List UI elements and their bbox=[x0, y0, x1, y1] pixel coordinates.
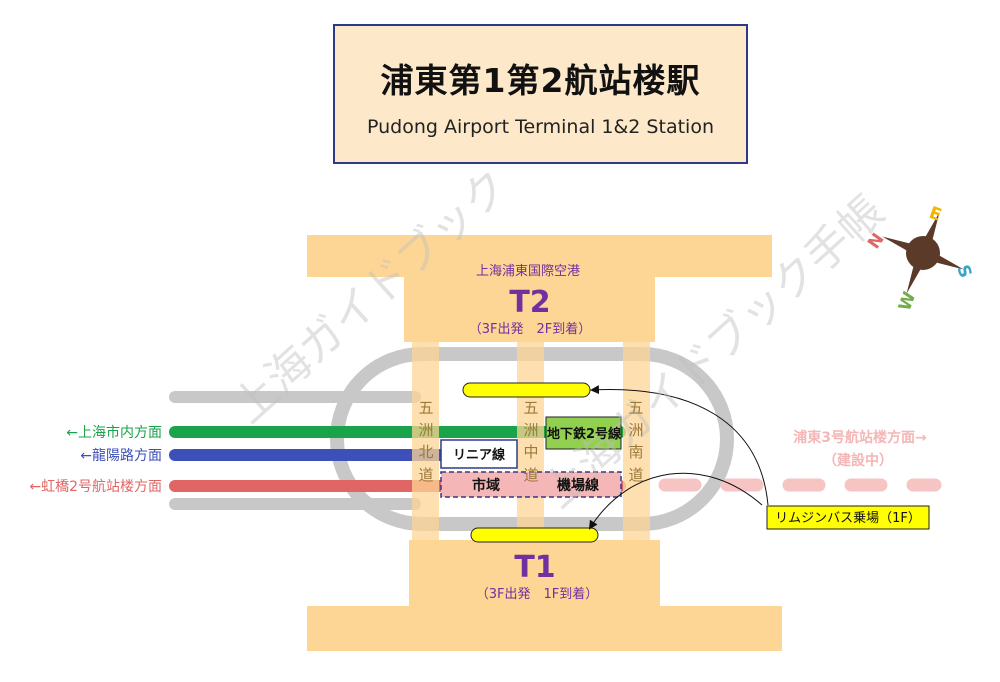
bus-stop-label-group: リムジンバス乗場（1F） bbox=[766, 505, 930, 530]
station-title-jp: 浦東第1第2航站楼駅 bbox=[380, 61, 701, 100]
terminal2-wide bbox=[307, 235, 772, 277]
walkway-south-c1: 五 bbox=[628, 399, 643, 417]
walkway-south-c4: 道 bbox=[628, 466, 643, 484]
walkway-center-c3: 中 bbox=[523, 443, 538, 461]
terminal1-floors: （3F出発 1F到着） bbox=[476, 586, 599, 602]
walkways bbox=[412, 342, 650, 540]
direction-labels: ←上海市内方面 ←龍陽路方面 ←虹橋2号航站楼方面 bbox=[29, 424, 162, 495]
maglev-station-box bbox=[440, 439, 518, 469]
station-labels: 地下鉄2号線 リニア線 市域 機場線 bbox=[453, 426, 622, 494]
terminal2-body bbox=[404, 277, 655, 342]
walkway-south bbox=[623, 342, 650, 540]
terminal2-floors: （3F出発 2F到着） bbox=[469, 321, 592, 337]
walkway-center bbox=[517, 342, 544, 540]
walkway-center-c2: 洲 bbox=[523, 421, 538, 439]
station-boxes bbox=[440, 416, 622, 498]
terminal-labels: 上海浦東国際空港 T2 （3F出発 2F到着） T1 （3F出発 1F到着） bbox=[469, 263, 599, 602]
title-box: 浦東第1第2航站楼駅 Pudong Airport Terminal 1&2 S… bbox=[333, 24, 748, 164]
terminal2-airport-name: 上海浦東国際空港 bbox=[476, 263, 580, 279]
city-station-box bbox=[440, 471, 622, 498]
future-direction: 浦東3号航站楼方面→ bbox=[793, 429, 927, 446]
bus-stop-label-box bbox=[766, 505, 930, 530]
metro2-station-box bbox=[545, 416, 622, 450]
compass-center bbox=[906, 236, 940, 270]
compass bbox=[882, 212, 964, 294]
compass-w: W bbox=[895, 289, 920, 314]
compass-e: E bbox=[926, 203, 944, 226]
future-status: （建設中） bbox=[823, 452, 893, 469]
walkway-north bbox=[412, 342, 439, 540]
terminal1-wide bbox=[307, 606, 782, 651]
terminal-buildings bbox=[307, 235, 782, 651]
maglev-direction: ←龍陽路方面 bbox=[80, 447, 162, 464]
station-title-en: Pudong Airport Terminal 1&2 Station bbox=[367, 116, 714, 138]
bus-arrow-t2 bbox=[590, 385, 769, 506]
city-direction: ←虹橋2号航站楼方面 bbox=[29, 479, 162, 495]
airport-line-label: 機場線 bbox=[557, 477, 599, 494]
bus-stop-label: リムジンバス乗場（1F） bbox=[775, 511, 921, 526]
bus-platform-t1 bbox=[470, 527, 599, 543]
metro2-station-label: 地下鉄2号線 bbox=[547, 426, 622, 442]
terminal1-body bbox=[409, 540, 660, 606]
walkway-north-c3: 北 bbox=[418, 443, 433, 461]
walkway-north-c1: 五 bbox=[418, 399, 433, 417]
walkway-south-c3: 南 bbox=[628, 443, 643, 461]
bus-platforms bbox=[462, 382, 599, 543]
bus-platform-t2 bbox=[462, 382, 591, 398]
bus-arrow-t1 bbox=[588, 472, 763, 530]
walkway-center-c1: 五 bbox=[523, 399, 538, 417]
terminal1-name: T1 bbox=[514, 550, 555, 585]
walkway-south-c2: 洲 bbox=[628, 421, 643, 439]
walkway-north-c2: 洲 bbox=[418, 421, 433, 439]
city-station-label: 市域 bbox=[472, 477, 500, 494]
walkway-north-c4: 道 bbox=[418, 466, 433, 484]
walkway-labels: 五 洲 北 道 五 洲 中 道 五 洲 南 道 bbox=[418, 399, 643, 484]
terminal2-name: T2 bbox=[509, 285, 550, 320]
metro2-direction: ←上海市内方面 bbox=[66, 424, 162, 441]
walkway-center-c4: 道 bbox=[523, 466, 538, 484]
maglev-station-label: リニア線 bbox=[453, 447, 506, 463]
future-labels: 浦東3号航站楼方面→ （建設中） bbox=[793, 429, 927, 469]
bus-arrows bbox=[588, 385, 769, 530]
